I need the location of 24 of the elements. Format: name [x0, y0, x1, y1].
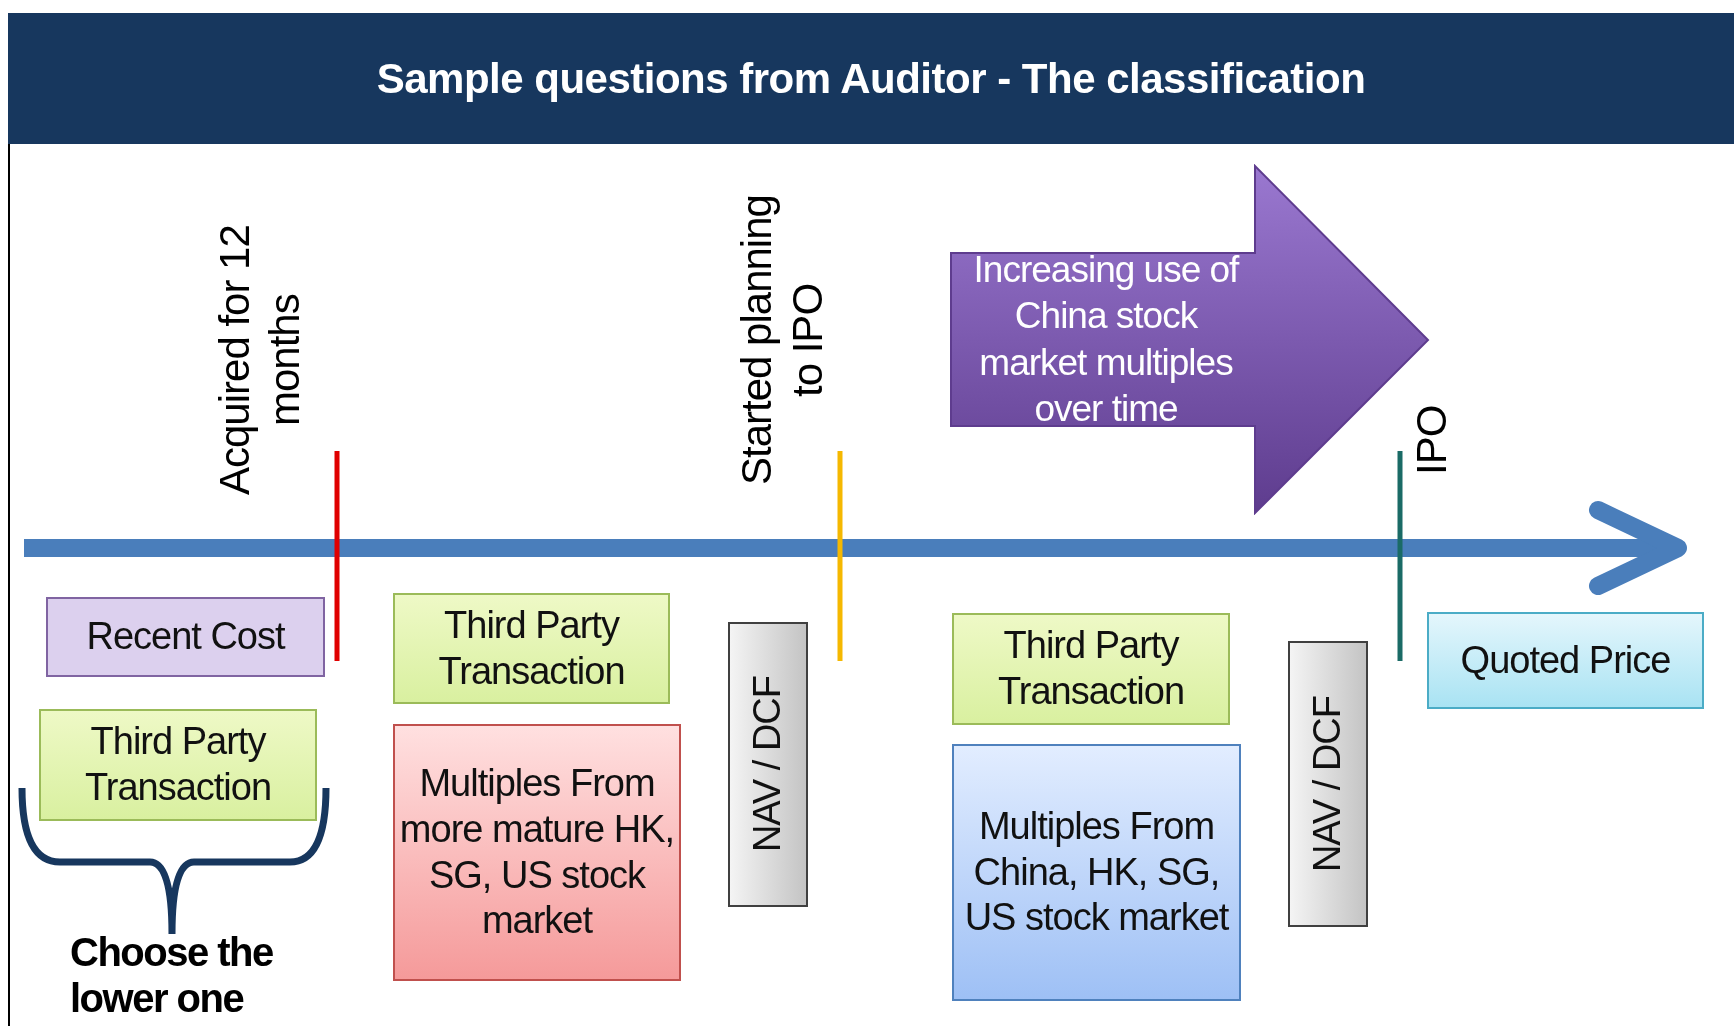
- label-box: [39, 709, 317, 821]
- box-text: NAV / DCF: [1305, 695, 1350, 873]
- label-box: [728, 622, 808, 907]
- title-text: Sample questions from Auditor - The classification: [376, 54, 1366, 103]
- label-box: [393, 724, 681, 981]
- box-text: NAV / DCF: [745, 676, 790, 853]
- box-text: Third Party Transaction: [437, 602, 626, 694]
- box-text: Third Party Transaction: [996, 623, 1186, 714]
- box-text: Multiples From China, HK, SG, US stock market: [963, 804, 1230, 941]
- timeline-label: Acquired for 12 months: [209, 224, 309, 497]
- arrow-text: Increasing use of China stock market multiples over time: [972, 253, 1241, 426]
- box-text: Recent Cost: [86, 614, 285, 660]
- box-text: Multiples From more mature HK, SG, US stock market: [398, 761, 676, 944]
- label-box: [952, 613, 1230, 725]
- box-text: Quoted Price: [1460, 637, 1671, 683]
- label-box: [952, 744, 1241, 1001]
- timeline-label: IPO: [1407, 404, 1457, 477]
- note-text: Choose the lower one: [70, 929, 274, 1022]
- timeline-label: Started planning to IPO: [732, 194, 832, 487]
- label-box: [1427, 612, 1704, 709]
- label-box: [1288, 641, 1368, 927]
- label-box: [393, 593, 670, 704]
- label-box: [46, 597, 325, 677]
- box-text: Third Party Transaction: [83, 719, 273, 810]
